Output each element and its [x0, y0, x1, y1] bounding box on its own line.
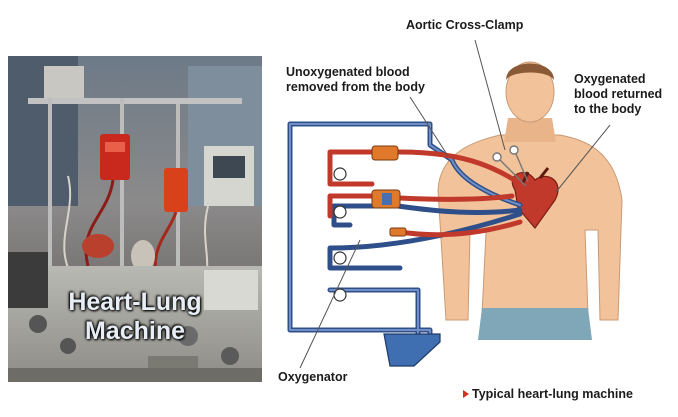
label-unoxygenated-line2: removed from the body — [286, 80, 425, 95]
label-oxygenated-line3: to the body — [574, 102, 662, 117]
photo-caption: Heart-Lung Machine — [8, 288, 262, 346]
caption-typical-text: Typical heart-lung machine — [472, 387, 633, 401]
caption-arrow-icon — [463, 390, 469, 398]
label-oxygenated-line2: blood returned — [574, 87, 662, 102]
label-oxygenated-blood: Oxygenated blood returned to the body — [574, 72, 662, 117]
label-aortic-cross-clamp: Aortic Cross-Clamp — [406, 18, 523, 33]
label-unoxygenated-line1: Unoxygenated blood — [286, 65, 425, 80]
label-oxygenated-line1: Oxygenated — [574, 72, 662, 87]
photo-caption-line1: Heart-Lung — [8, 288, 262, 317]
heart-lung-machine-photo: Heart-Lung Machine — [8, 56, 262, 382]
oxygenator-unit — [384, 334, 440, 366]
label-unoxygenated-blood: Unoxygenated blood removed from the body — [286, 65, 425, 95]
bypass-circuit-diagram — [268, 0, 678, 417]
pump-heads — [334, 168, 346, 301]
label-oxygenator: Oxygenator — [278, 370, 347, 385]
caption-typical-machine: Typical heart-lung machine — [463, 387, 633, 402]
filter-components — [372, 146, 406, 236]
photo-caption-line2: Machine — [8, 317, 262, 346]
